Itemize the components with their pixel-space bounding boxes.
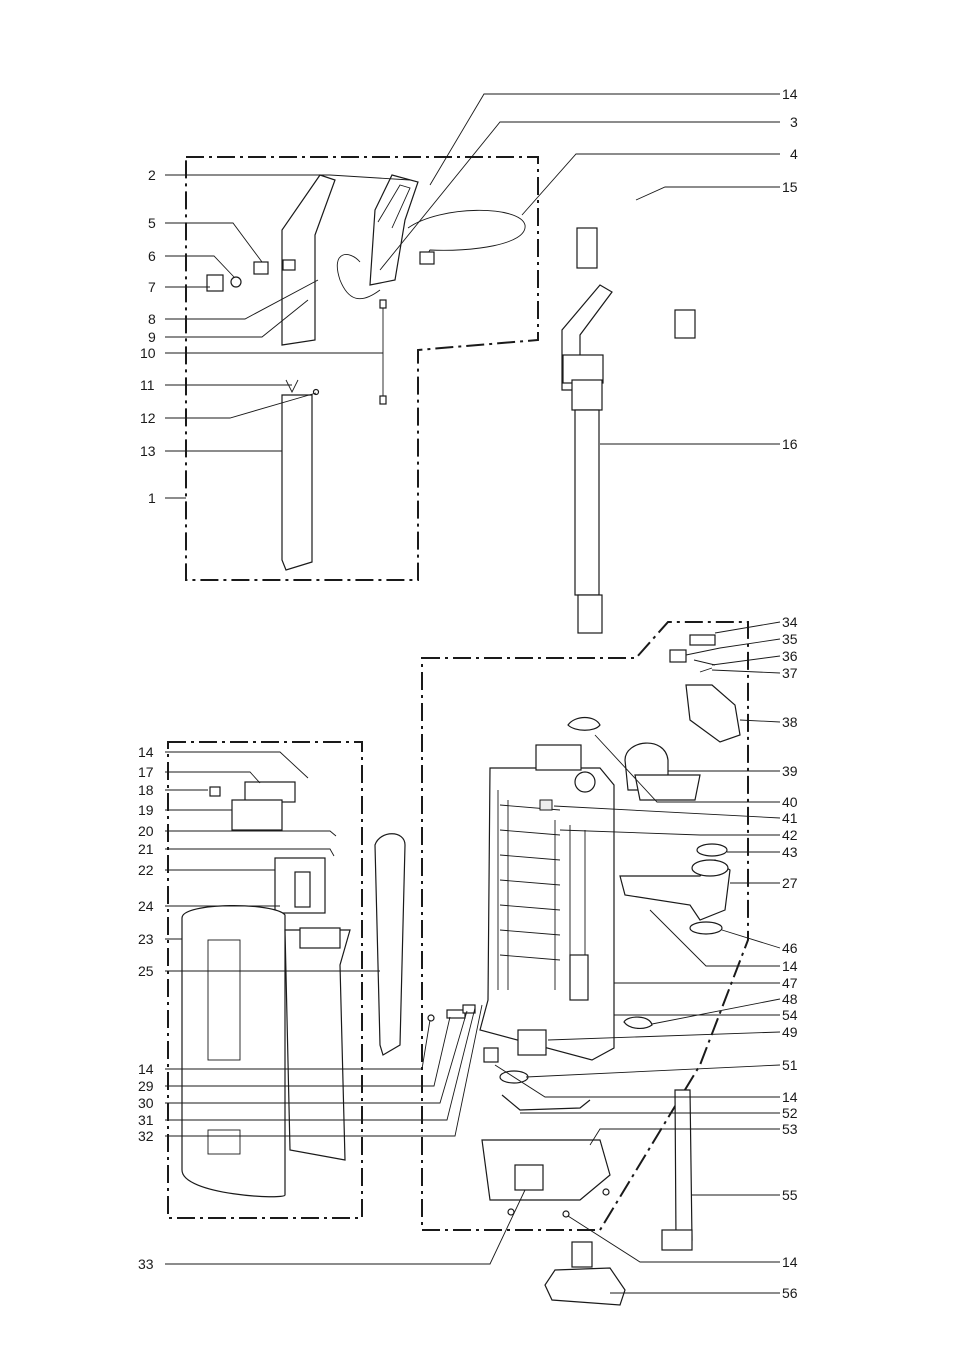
label-53: 53: [782, 1121, 798, 1137]
label-27: 27: [782, 875, 798, 891]
label-46: 46: [782, 940, 798, 956]
label-40: 40: [782, 794, 798, 810]
label-11: 11: [140, 377, 155, 393]
label-39: 39: [782, 763, 798, 779]
label-48: 48: [782, 991, 798, 1007]
label-32: 32: [138, 1128, 154, 1144]
label-42: 42: [782, 827, 798, 843]
label-14-right-lower: 14: [782, 1089, 798, 1105]
label-20: 20: [138, 823, 154, 839]
label-55: 55: [782, 1187, 798, 1203]
label-1: 1: [148, 490, 156, 506]
label-9: 9: [148, 329, 156, 345]
label-21: 21: [138, 841, 154, 857]
label-47: 47: [782, 975, 798, 991]
label-17: 17: [138, 764, 154, 780]
label-25: 25: [138, 963, 154, 979]
label-29: 29: [138, 1078, 154, 1094]
label-14-top: 14: [782, 86, 798, 102]
label-8: 8: [148, 311, 156, 327]
label-4: 4: [790, 146, 798, 162]
label-13: 13: [140, 443, 156, 459]
label-5: 5: [148, 215, 156, 231]
label-30: 30: [138, 1095, 154, 1111]
label-51: 51: [782, 1057, 798, 1073]
label-22: 22: [138, 862, 154, 878]
frame-top-group: [186, 157, 538, 580]
label-35: 35: [782, 631, 798, 647]
label-49: 49: [782, 1024, 798, 1040]
label-52: 52: [782, 1105, 798, 1121]
right-group-drawing: [480, 635, 740, 1305]
label-2: 2: [148, 167, 156, 183]
label-6: 6: [148, 248, 156, 264]
label-38: 38: [782, 714, 798, 730]
label-56: 56: [782, 1285, 798, 1301]
label-14-left-mid: 14: [138, 1061, 154, 1077]
label-31: 31: [138, 1112, 154, 1128]
label-36: 36: [782, 648, 798, 664]
label-10: 10: [140, 345, 156, 361]
label-23: 23: [138, 931, 154, 947]
label-33: 33: [138, 1256, 154, 1272]
label-7: 7: [148, 279, 156, 295]
label-41: 41: [782, 810, 798, 826]
label-43: 43: [782, 844, 798, 860]
label-14-left-top: 14: [138, 744, 154, 760]
label-37: 37: [782, 665, 798, 681]
label-18: 18: [138, 782, 154, 798]
label-14-right-mid: 14: [782, 958, 798, 974]
label-19: 19: [138, 802, 154, 818]
left-group-drawing: [182, 782, 475, 1197]
label-3: 3: [790, 114, 798, 130]
handle-assembly-drawing: [207, 175, 525, 570]
label-34: 34: [782, 614, 798, 630]
label-54: 54: [782, 1007, 798, 1023]
label-14-right-bottom: 14: [782, 1254, 798, 1270]
label-12: 12: [140, 410, 156, 426]
label-24: 24: [138, 898, 154, 914]
label-16: 16: [782, 436, 798, 452]
tube-handle-drawing: [562, 285, 612, 633]
label-15: 15: [782, 179, 798, 195]
